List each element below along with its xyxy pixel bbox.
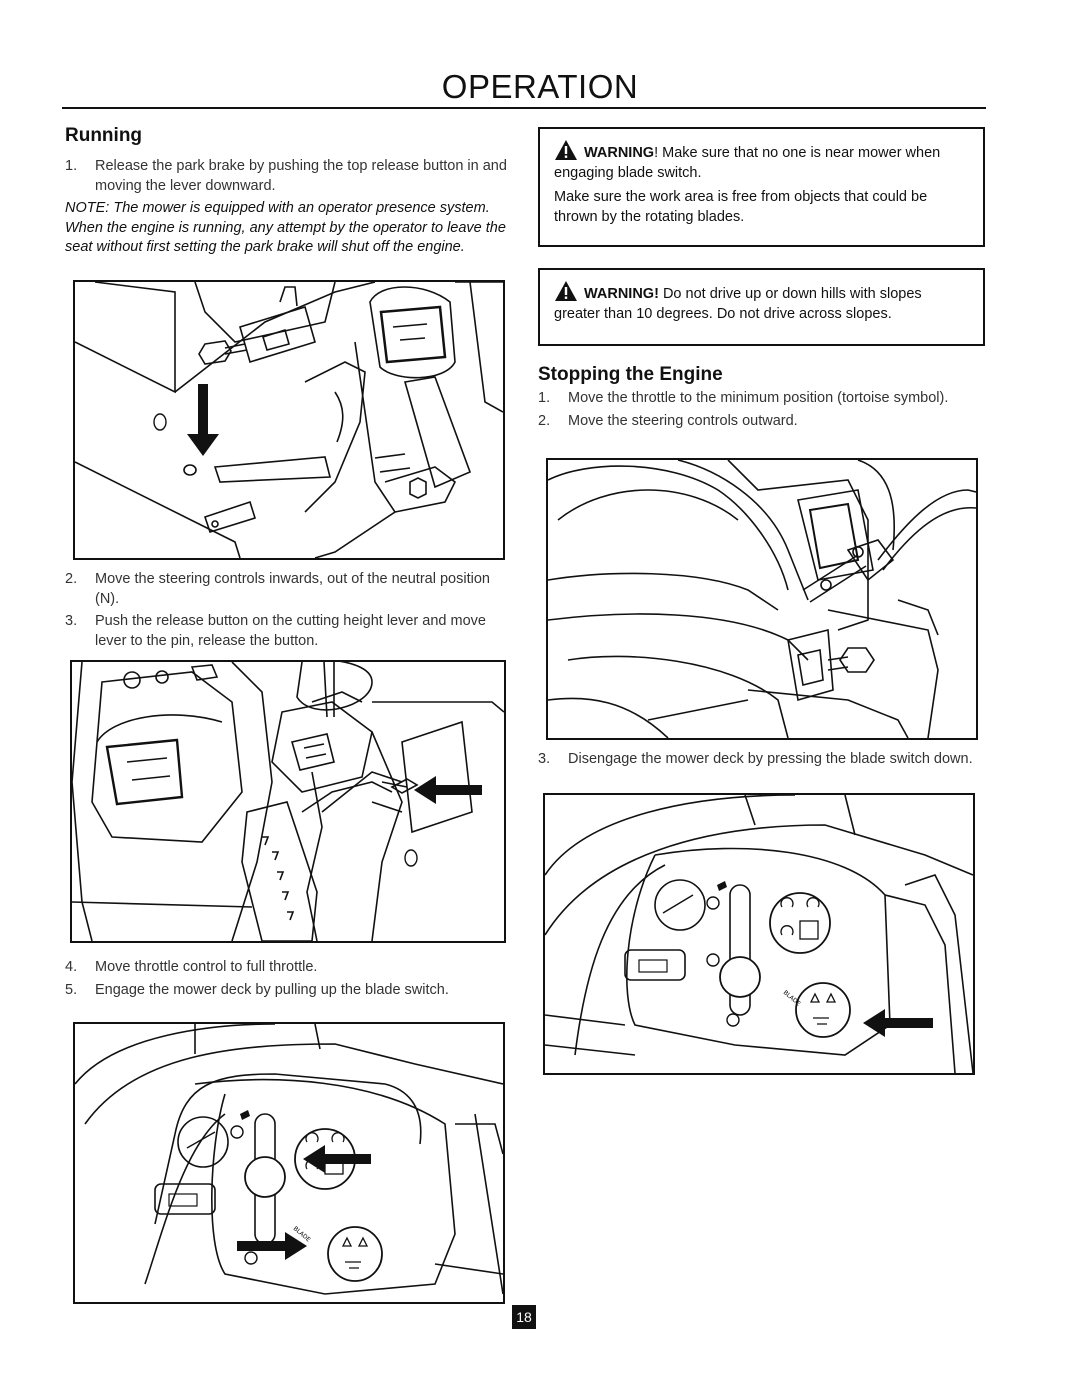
step-text: Move throttle control to full throttle. (95, 959, 318, 975)
stopping-step-3: 3. Disengage the mower deck by pressing … (538, 750, 983, 770)
operator-presence-note: NOTE: The mower is equipped with an oper… (65, 200, 506, 255)
running-steps-top: 1. Release the park brake by pushing the… (65, 157, 510, 258)
running-steps-mid: 2. Move the steering controls inwards, o… (65, 570, 510, 654)
step-number: 5. (65, 981, 78, 998)
steering-outward-figure (546, 458, 978, 740)
step-text: Move the steering controls outward. (568, 412, 798, 429)
stopping-steps-bottom: 3. Disengage the mower deck by pressing … (538, 750, 983, 773)
page-title: OPERATION (441, 68, 639, 105)
cutting-height-figure (70, 660, 506, 943)
warning-text: ! Make sure that no one is near mower wh… (554, 145, 941, 181)
step-text: Push the release button on the cutting h… (95, 613, 486, 649)
stopping-step-1: 1. Move the throttle to the minimum posi… (538, 389, 983, 409)
running-step-4: 4. Move throttle control to full throttl… (65, 958, 510, 978)
warning-triangle-icon (555, 140, 577, 160)
step-number: 2. (65, 571, 78, 587)
steering-outward-illustration (548, 460, 976, 738)
step-number: 3. (538, 751, 551, 767)
running-heading: Running (65, 125, 143, 146)
step-number: 4. (65, 959, 78, 975)
running-steps-bottom: 4. Move throttle control to full throttl… (65, 958, 510, 1003)
page-number: 18 (512, 1305, 536, 1329)
warning-blade-switch: WARNING! Make sure that no one is near m… (538, 127, 985, 247)
park-brake-figure (73, 280, 505, 560)
step-text: Engage the mower deck by pulling up the … (95, 981, 449, 998)
step-text: Release the park brake by pushing the to… (95, 158, 507, 194)
step-text: Disengage the mower deck by pressing the… (568, 751, 973, 767)
step-text: Move the steering controls inwards, out … (95, 571, 490, 607)
stopping-steps-top: 1. Move the throttle to the minimum posi… (538, 389, 983, 434)
step-number: 2. (538, 412, 551, 429)
running-step-2: 2. Move the steering controls inwards, o… (65, 570, 510, 609)
warning-label: WARNING! (584, 286, 659, 302)
blade-disengage-figure: BLADE (543, 793, 975, 1075)
warning-slopes: WARNING! Do not drive up or down hills w… (538, 268, 985, 346)
stopping-step-2: 2. Move the steering controls outward. (538, 412, 983, 432)
running-step-3: 3. Push the release button on the cuttin… (65, 612, 510, 651)
control-panel-blade-down-illustration: BLADE (545, 795, 973, 1073)
warning-label: WARNING (584, 145, 655, 161)
step-number: 1. (65, 158, 78, 174)
step-number: 1. (538, 390, 551, 406)
cutting-height-lever-illustration (72, 662, 504, 941)
running-step-5: 5. Engage the mower deck by pulling up t… (65, 981, 510, 1001)
park-brake-illustration (75, 282, 503, 558)
title-rule (62, 107, 986, 109)
running-step-1: 1. Release the park brake by pushing the… (65, 157, 510, 196)
warning-triangle-icon (555, 281, 577, 301)
step-text: Move the throttle to the minimum positio… (568, 390, 949, 406)
warning-text: Do not drive up or down hills with slope… (554, 286, 922, 322)
blade-engage-figure: BLADE (73, 1022, 505, 1304)
warning-text-2: Make sure the work area is free from obj… (554, 189, 928, 225)
stopping-heading: Stopping the Engine (538, 364, 723, 385)
step-number: 3. (65, 613, 78, 629)
control-panel-blade-up-illustration: BLADE (75, 1024, 503, 1295)
